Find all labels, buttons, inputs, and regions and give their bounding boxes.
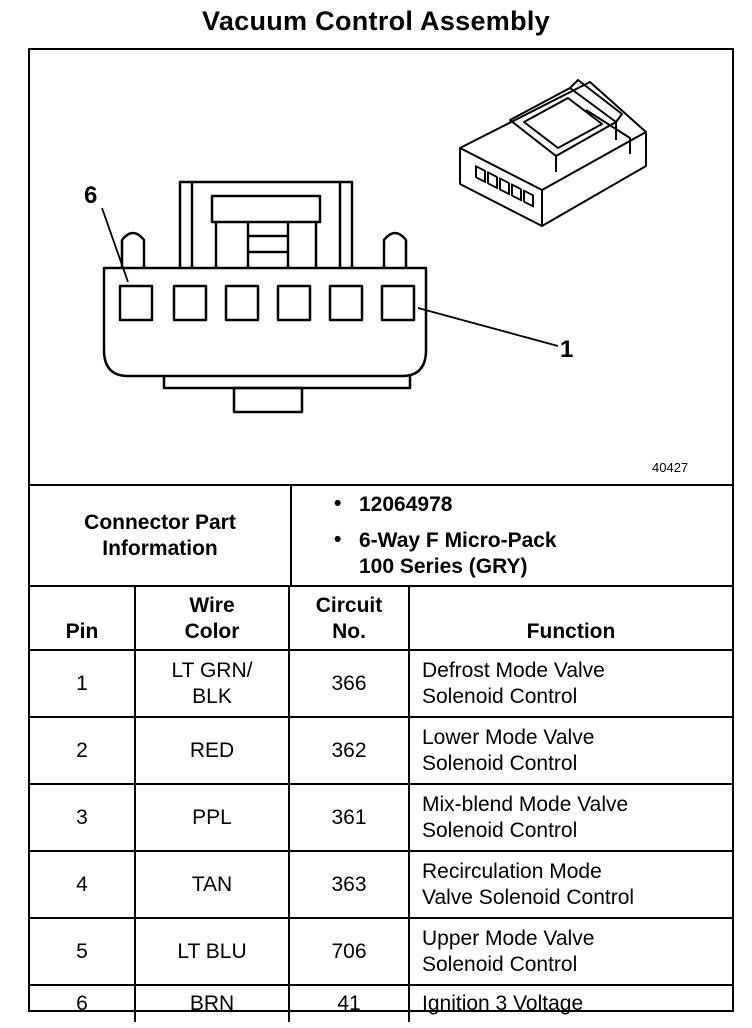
leader-line-6 xyxy=(101,207,129,283)
wire-color-cell: BRN xyxy=(134,984,290,1022)
wire-color-cell: RED xyxy=(134,716,290,785)
pin-6-label: 6 xyxy=(84,182,98,209)
connector-drawing xyxy=(101,79,647,414)
circuit-cell: 362 xyxy=(288,716,410,785)
pin-cavity-5 xyxy=(172,284,208,322)
pin-cell: 1 xyxy=(30,649,136,718)
connector-info-values: • 12064978 • 6-Way F Micro-Pack 100 Seri… xyxy=(292,486,732,585)
pin-cell: 4 xyxy=(30,850,136,919)
description-line2: 100 Series (GRY) xyxy=(359,555,528,578)
pin-1-label: 1 xyxy=(560,336,574,363)
circuit-cell: 41 xyxy=(288,984,410,1022)
left-latch xyxy=(120,231,146,268)
header-function: Function xyxy=(408,586,732,651)
connector-info-label: Connector Part Information xyxy=(30,486,292,585)
pin-cavity-6 xyxy=(118,284,154,322)
bullet: • xyxy=(334,492,342,515)
bullet: • xyxy=(334,528,342,551)
bottom-skirt xyxy=(162,376,412,390)
wire-color-cell: PPL xyxy=(134,783,290,852)
page-title: Vacuum Control Assembly xyxy=(202,6,550,36)
pin-cell: 6 xyxy=(30,984,136,1022)
wire-color-cell: LT BLU xyxy=(134,917,290,986)
lock-housing xyxy=(178,180,354,268)
wire-color-cell: TAN xyxy=(134,850,290,919)
polarization-key xyxy=(232,386,304,414)
wire-color-cell: LT GRN/BLK xyxy=(134,649,290,718)
leader-line-1 xyxy=(417,307,559,347)
function-cell: Ignition 3 Voltage xyxy=(408,984,732,1022)
pin-cell: 3 xyxy=(30,783,136,852)
pin-cavity-4 xyxy=(224,284,260,322)
circuit-cell: 706 xyxy=(288,917,410,986)
circuit-cell: 366 xyxy=(288,649,410,718)
figure-number: 40427 xyxy=(652,460,689,475)
connector-isometric xyxy=(459,79,647,227)
part-number: 12064978 xyxy=(359,493,453,516)
connector-body xyxy=(102,266,428,378)
header-pin: Pin xyxy=(30,586,136,651)
circuit-cell: 361 xyxy=(288,783,410,852)
connector-info-label-line2: Information xyxy=(102,536,218,560)
pin-cavity-2 xyxy=(328,284,364,322)
pin-cavity-3 xyxy=(276,284,312,322)
connector-sheet: 6 1 40427 Connector Part Information • 1… xyxy=(28,48,734,1022)
connector-info-row: Connector Part Information • 12064978 • … xyxy=(30,484,732,585)
connector-info-label-line1: Connector Part xyxy=(84,510,236,534)
table-row: 6 BRN 41 Ignition 3 Voltage xyxy=(30,984,732,1022)
pin-cell: 2 xyxy=(30,716,136,785)
right-latch xyxy=(382,231,408,268)
circuit-cell: 363 xyxy=(288,850,410,919)
pin-cavity-1 xyxy=(380,284,416,322)
pin-cell: 5 xyxy=(30,917,136,986)
connector-diagram: 6 1 40427 xyxy=(30,50,732,484)
description-line1: 6-Way F Micro-Pack xyxy=(359,529,557,552)
